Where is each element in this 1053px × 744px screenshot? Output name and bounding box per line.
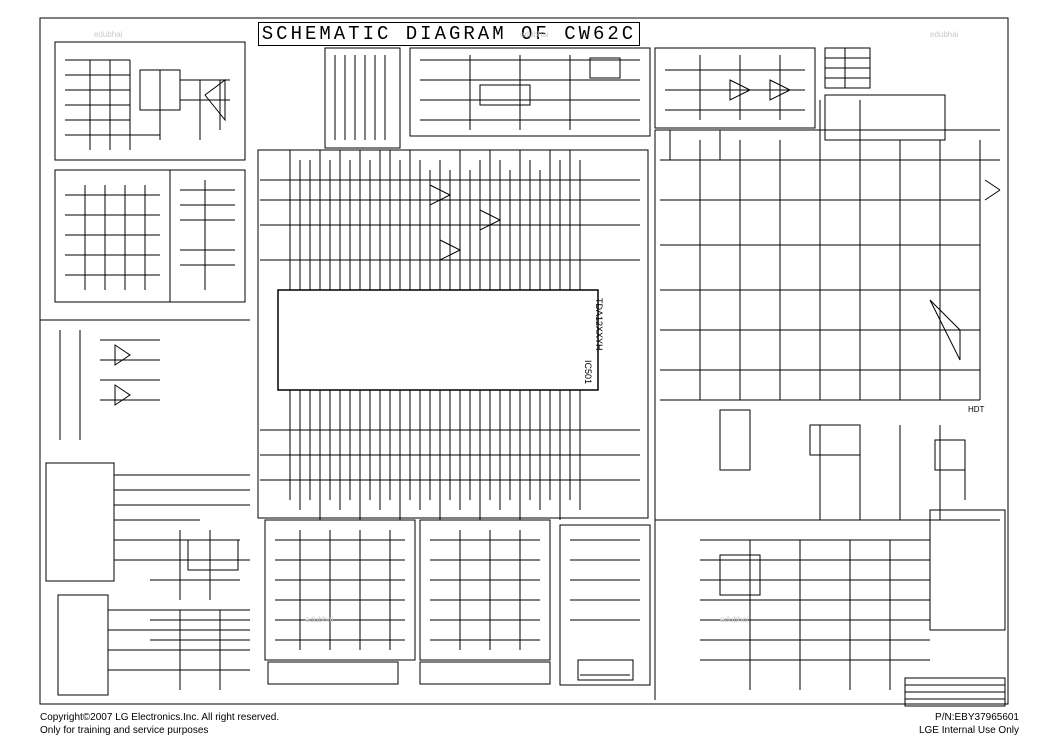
watermark: edubhai: [930, 30, 959, 39]
av-jack-block: [559, 524, 651, 686]
scart-connector-2: [419, 661, 551, 685]
watermark: edubhai: [305, 615, 334, 624]
sound-ic-block: [57, 594, 109, 696]
footer-right: P/N:EBY37965601 LGE Internal Use Only: [919, 711, 1019, 737]
hdt-label: HDT: [968, 405, 985, 414]
output-ic-block: [929, 509, 1006, 631]
footer-left: Copyright©2007 LG Electronics.Inc. All r…: [40, 711, 279, 737]
keypad-block: [324, 47, 401, 149]
scart-connector-1: [267, 661, 399, 685]
watermark: edubhai: [720, 615, 749, 624]
ic-ref-label: IC501: [583, 360, 593, 385]
sheet-border: [39, 17, 1009, 705]
tuner-io-block: [409, 47, 651, 137]
usage-text: Only for training and service purposes: [40, 725, 209, 736]
remote-block: [654, 47, 816, 129]
internal-use-text: LGE Internal Use Only: [918, 725, 1019, 736]
watermark: edubhai: [94, 30, 123, 39]
copyright-text: Copyright©2007 LG Electronics.Inc. All r…: [40, 712, 280, 723]
watermark: edubhai: [520, 30, 549, 39]
tuner-block: [54, 169, 171, 303]
part-number: P/N:EBY37965601: [935, 712, 1019, 723]
option-connector: [719, 409, 751, 471]
scart-block-left: [264, 519, 416, 661]
cpt-board-block: [54, 41, 246, 161]
av-block: [169, 169, 246, 303]
scart-block-right: [419, 519, 551, 661]
ic501: [277, 289, 599, 391]
main-ic-frame: [257, 149, 649, 519]
ic-part-label: TDA12XXYH: [594, 298, 604, 351]
smps-block: [824, 94, 946, 141]
audio-ic-block: [45, 462, 115, 582]
av-connector: [577, 659, 634, 681]
diagram-title: SCHEMATIC DIAGRAM OF CW62C: [258, 22, 640, 46]
